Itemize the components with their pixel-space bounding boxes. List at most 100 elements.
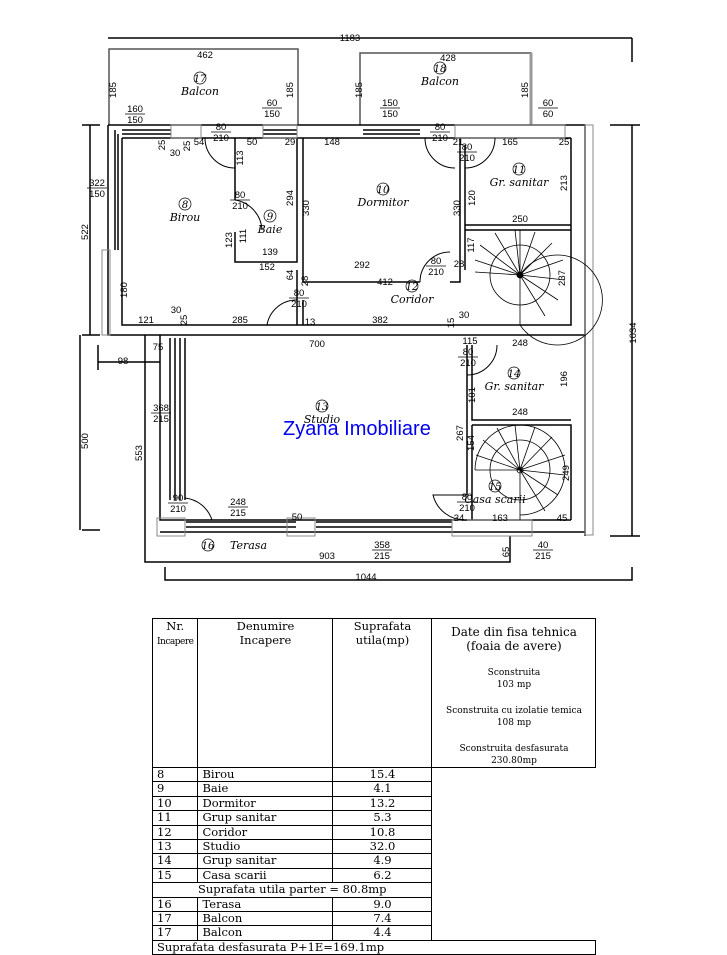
dimension-label: 185 (354, 82, 365, 98)
room-name: Balcon (420, 75, 459, 88)
dimension-label: 1034 (628, 322, 639, 343)
room-area-cell: 32.0 (332, 839, 433, 855)
room-number-cell: 13 (151, 839, 199, 855)
opening-width: 358 (374, 540, 390, 551)
opening-height: 215 (535, 551, 551, 562)
header-name-2: Incapere (239, 633, 292, 647)
dimension-label: 185 (520, 82, 531, 98)
dimension-label: 25 (157, 140, 168, 151)
dimension-label: 98 (118, 356, 129, 367)
room-number: 15 (489, 482, 502, 493)
opening-height: 210 (428, 267, 444, 278)
dimension-label: 152 (259, 262, 275, 273)
opening-width: 80 (462, 142, 473, 153)
header-nr-sub: Incapere (157, 637, 194, 647)
dimension-label: 382 (372, 315, 388, 326)
opening-width: 60 (267, 98, 278, 109)
dimension-label: 213 (559, 175, 570, 191)
room-number-circle (178, 197, 192, 211)
opening-width: 60 (543, 98, 554, 109)
dimension-label: 34 (454, 513, 465, 524)
side-label-1: Sconstruita (487, 668, 541, 678)
dimension-label: 428 (440, 53, 456, 64)
dimension-label: 54 (194, 137, 205, 148)
dimension-label: 237 (557, 270, 568, 286)
hatched-wall-segments (101, 124, 594, 537)
room-number-cell: 14 (151, 853, 199, 869)
dimension-label: 117 (466, 237, 477, 252)
dimension-label: 45 (557, 513, 568, 524)
room-number: 8 (182, 200, 188, 211)
dimension-label: 21 (453, 137, 464, 148)
opening-width: 80 (431, 256, 442, 267)
room-name: Coridor (391, 293, 434, 306)
opening-width: 80 (435, 122, 446, 133)
opening-height: 60 (543, 109, 554, 120)
side-label-3: Sconstruita desfasurata (459, 744, 569, 754)
room-name: Dormitor (357, 196, 410, 209)
opening-height: 150 (264, 109, 280, 120)
room-number: 18 (434, 64, 447, 75)
technical-data-panel: Date din fisa tehnica (foaia de avere) S… (431, 618, 597, 768)
dimension-label: 120 (467, 190, 478, 206)
dimension-label: 115 (462, 336, 477, 347)
dimension-label: 700 (309, 339, 325, 350)
dimension-label: 113 (235, 150, 246, 165)
room-number: 9 (267, 212, 274, 223)
opening-height: 210 (459, 153, 475, 164)
opening-width: 160 (127, 104, 143, 115)
dimension-label: 553 (134, 445, 145, 461)
header-area-1: Suprafata (353, 619, 412, 633)
side-title-2: (foaia de avere) (466, 639, 562, 653)
opening-width: 40 (538, 540, 549, 551)
dimension-label: 64 (285, 270, 296, 281)
room-name-cell: Casa scarii (197, 867, 334, 884)
room-area-cell: 4.9 (332, 853, 433, 869)
dimension-label: 267 (455, 425, 466, 441)
room-area-cell: 6.2 (332, 867, 433, 884)
room-number-circle (376, 182, 390, 196)
room-name: Studio (304, 413, 341, 426)
opening-height: 210 (432, 133, 448, 144)
room-number-circle (201, 538, 215, 552)
room-number-cell: 17 (151, 925, 199, 941)
header-nr: Nr. (166, 619, 185, 633)
room-number-cell: 8 (151, 766, 199, 783)
dimension-label: 903 (319, 551, 335, 562)
room-name-cell: Coridor (197, 824, 334, 841)
room-area-cell: 15.4 (332, 766, 433, 783)
header-name-1: Denumire (236, 619, 295, 633)
dimension-label: 462 (197, 50, 213, 61)
room-area-cell: 4.4 (332, 925, 433, 941)
dimension-label: 330 (452, 200, 463, 216)
opening-width: 80 (294, 288, 305, 299)
room-number-circle (405, 279, 419, 293)
room-number: 14 (508, 369, 521, 380)
opening-width: 368 (153, 403, 169, 414)
